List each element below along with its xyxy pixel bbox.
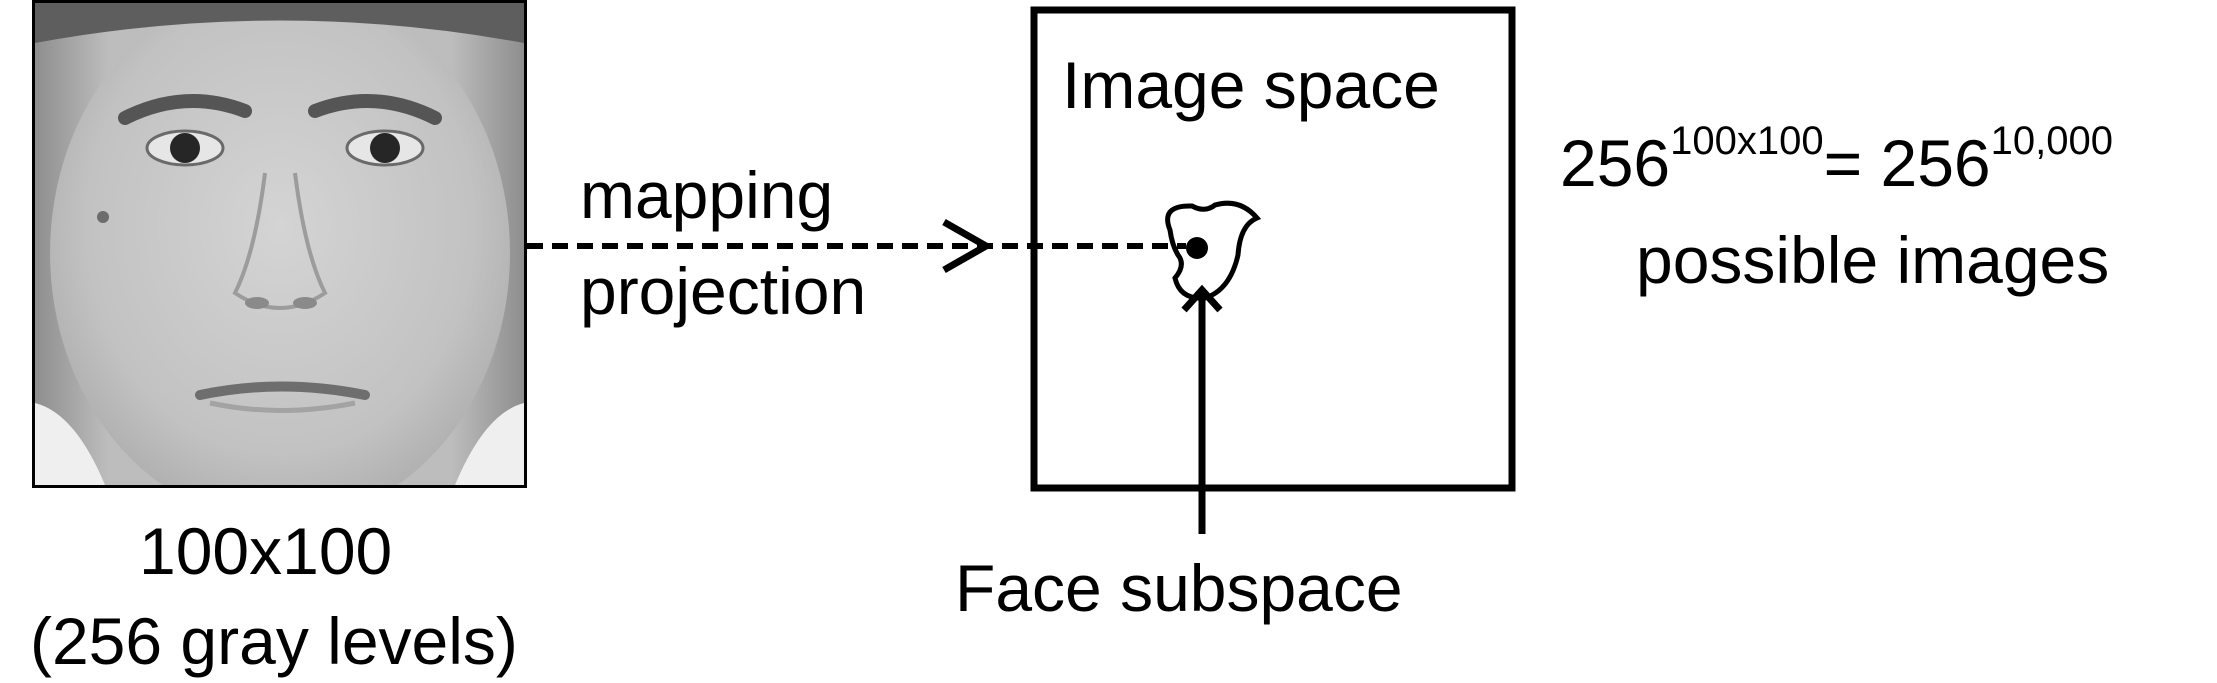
formula-base-2: 256 — [1880, 126, 1991, 200]
image-space-title: Image space — [1062, 48, 1440, 122]
image-space-box — [1030, 6, 1516, 492]
formula-base-1: 256 — [1560, 126, 1671, 200]
image-size-label: 100x100 — [139, 514, 393, 588]
formula-exponent-2: 10,000 — [1990, 119, 2113, 163]
face-subspace-label: Face subspace — [955, 551, 1403, 625]
projected-point — [1186, 237, 1208, 259]
formula: 256100x100= 25610,000 — [1560, 121, 2113, 196]
projection-label: projection — [580, 254, 867, 328]
face-photo — [32, 0, 527, 488]
face-drawing — [35, 3, 524, 485]
face-subspace-blob — [1165, 200, 1262, 301]
formula-equals: = — [1823, 126, 1881, 200]
formula-exponent-1: 100x100 — [1670, 119, 1824, 163]
face-subspace-arrowhead — [1181, 284, 1223, 313]
mapping-arrowhead — [942, 218, 994, 274]
possible-images-caption: possible images — [1636, 223, 2110, 297]
gray-levels-label: (256 gray levels) — [30, 604, 518, 678]
mapping-label: mapping — [580, 158, 834, 232]
